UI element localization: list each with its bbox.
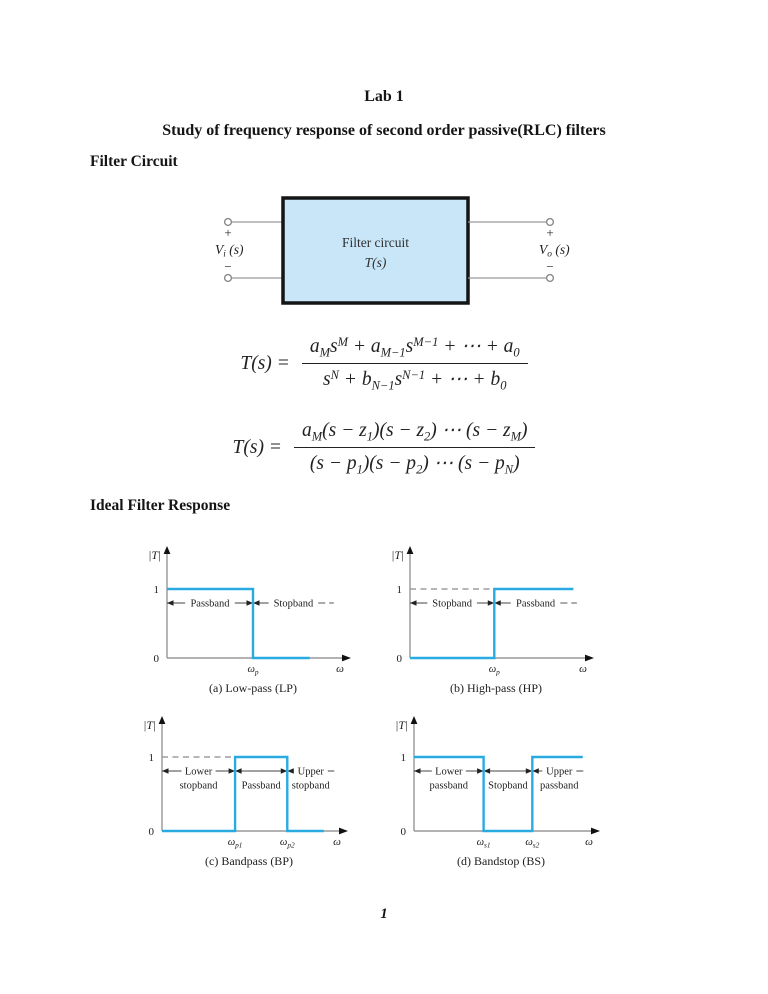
output-voltage-label: Vo (s) (539, 242, 570, 260)
band-label-line2: Stopband (488, 781, 528, 792)
input-terminal-top (223, 217, 233, 227)
band-label: Stopband (274, 599, 314, 610)
y-tick-0: 0 (397, 653, 403, 665)
output-minus-sign: − (546, 259, 553, 274)
x-axis-label: ω (585, 836, 593, 848)
plot-bandstop: |T| 1 0 Lower passband Stopband Upper passband ω… (380, 711, 634, 888)
formula-denominator: (s − p1)(s − p2) ⋯ (s − pN) (309, 453, 520, 477)
x-tick-label: ωs1 (477, 837, 491, 850)
plot-svg-low-pass: |T| 1 0 Passband Stopband ωp ω (a) Low-pass (LP… (148, 546, 351, 695)
input-voltage-label: Vi (s) (215, 242, 244, 260)
plot-high-pass: |T| 1 0 Stopband Passband ωp ω (b) High-pass (H… (376, 541, 624, 710)
x-tick-label: ωp (489, 664, 500, 677)
output-terminal-top (545, 217, 555, 227)
plot-caption: (d) Bandstop (BS) (457, 854, 545, 868)
band-label-line2: passband (430, 781, 469, 792)
output-plus-sign: + (546, 225, 553, 240)
y-axis-label: |T| (148, 550, 161, 562)
formula-fraction: aMsM + aM−1sM−1 + ⋯ + a0 sN + bN−1sN−1 +… (301, 334, 528, 394)
plot-caption: (c) Bandpass (BP) (205, 854, 293, 868)
band-label-line2: passband (540, 781, 579, 792)
band-label-line2: stopband (180, 781, 219, 792)
page-title: Lab 1 (364, 88, 404, 105)
x-axis-label: ω (336, 663, 344, 675)
y-axis-label: |T| (143, 720, 156, 732)
response-curve (167, 587, 310, 660)
band-label: Upper (298, 767, 325, 778)
formula-denominator: sN + bN−1sN−1 + ⋯ + b0 (323, 368, 507, 393)
y-tick-1: 1 (154, 584, 160, 596)
formula-numerator: aM(s − z1)(s − z2) ⋯ (s − zM) (293, 418, 536, 449)
plot-caption: (b) High-pass (HP) (450, 681, 542, 695)
input-minus-sign: − (224, 259, 231, 274)
band-label: Lower (185, 767, 213, 778)
band-label: Lower (435, 767, 463, 778)
filter-box (281, 196, 470, 305)
x-tick-label: ωs2 (525, 837, 539, 850)
band-label-line2: stopband (292, 781, 331, 792)
formula-lhs: T(s) = (232, 436, 282, 458)
y-axis-label: |T| (391, 550, 404, 562)
y-tick-0: 0 (401, 826, 407, 838)
formula-numerator: aMsM + aM−1sM−1 + ⋯ + a0 (301, 334, 528, 365)
transfer-function-polynomial-formula: T(s) = aMsM + aM−1sM−1 + ⋯ + a0 sN + bN−… (0, 334, 768, 394)
x-tick-label: ωp (247, 664, 258, 677)
band-label: Passband (516, 599, 556, 610)
transfer-function-factored-formula: T(s) = aM(s − z1)(s − z2) ⋯ (s − zM) (s … (0, 418, 768, 478)
plot-svg-bandpass: |T| 1 0 Lower stopband Passband Upper stopband ω… (143, 716, 348, 868)
y-tick-1: 1 (397, 584, 403, 596)
filter-circuit-diagram: + Vi (s) − Filter circuit T(s) + Vo (s) … (215, 196, 570, 305)
input-plus-sign: + (224, 225, 231, 240)
section-heading-ideal-filter-response: Ideal Filter Response (90, 497, 231, 514)
formula-lhs: T(s) = (240, 352, 290, 374)
x-tick-label: ωp2 (280, 837, 295, 850)
x-axis-label: ω (333, 836, 341, 848)
filter-box-label: Filter circuit (342, 235, 409, 250)
page-number: 1 (380, 906, 388, 922)
y-tick-1: 1 (401, 752, 407, 764)
formula-fraction: aM(s − z1)(s − z2) ⋯ (s − zM) (s − p1)(s… (293, 418, 536, 478)
section-heading-filter-circuit: Filter Circuit (90, 153, 178, 170)
input-terminal-bottom (223, 273, 233, 283)
x-tick-label: ωp1 (228, 837, 243, 850)
plot-low-pass: |T| 1 0 Passband Stopband ωp ω (a) Low-pass (LP… (133, 541, 381, 710)
response-curve (414, 755, 583, 833)
plot-svg-bandstop: |T| 1 0 Lower passband Stopband Upper passband ω… (395, 716, 600, 868)
response-curve (162, 755, 324, 833)
response-curve (410, 587, 574, 660)
filter-box-ts-label: T(s) (365, 255, 387, 270)
y-tick-0: 0 (149, 826, 155, 838)
y-tick-0: 0 (154, 653, 160, 665)
band-label: Upper (546, 767, 573, 778)
output-terminal-bottom (545, 273, 555, 283)
band-label: Stopband (432, 599, 472, 610)
band-label: Passband (190, 599, 230, 610)
page-subtitle: Study of frequency response of second or… (162, 122, 606, 139)
y-tick-1: 1 (149, 752, 155, 764)
plot-svg-high-pass: |T| 1 0 Stopband Passband ωp ω (b) High-pass (H… (391, 546, 594, 695)
plot-caption: (a) Low-pass (LP) (209, 681, 297, 695)
plot-bandpass: |T| 1 0 Lower stopband Passband Upper stopband ω… (128, 711, 382, 888)
y-axis-label: |T| (395, 720, 408, 732)
band-label-line2: Passband (242, 781, 282, 792)
x-axis-label: ω (579, 663, 587, 675)
